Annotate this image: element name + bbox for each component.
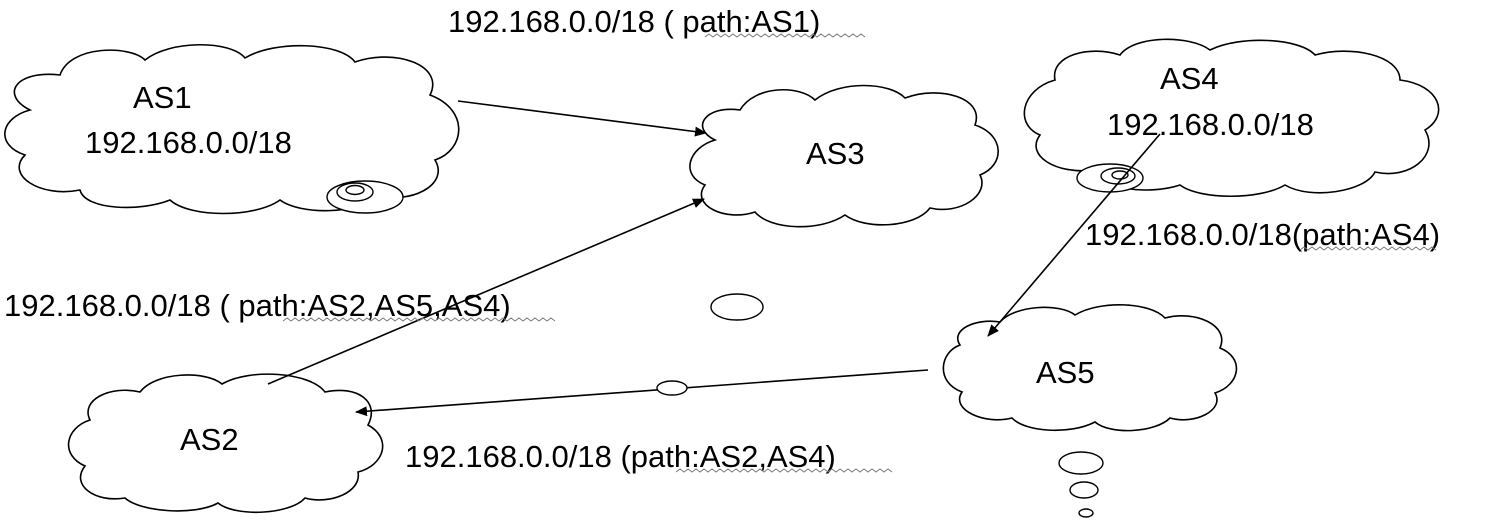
node-as3-name: AS3 xyxy=(806,136,865,171)
node-as4-prefix: 192.168.0.0/18 xyxy=(1107,107,1314,142)
cloud-as5 xyxy=(942,304,1238,432)
edge-as5-to-as2 xyxy=(355,369,929,417)
node-as2-name: AS2 xyxy=(180,422,239,457)
node-as4-name: AS4 xyxy=(1160,61,1219,96)
as1-bubble-marks xyxy=(326,180,404,214)
edge-as1-as3-label: 192.168.0.0/18 ( path:AS1) xyxy=(448,4,820,39)
spellcheck-underlines xyxy=(282,33,1437,473)
as4-bubble-marks xyxy=(1076,163,1144,193)
node-as1-prefix: 192.168.0.0/18 xyxy=(85,125,292,160)
node-as5-name: AS5 xyxy=(1036,355,1095,390)
edge-as2-to-as3 xyxy=(267,198,705,385)
center-bubble-mark xyxy=(710,293,764,321)
edge-as2-as3-label: 192.168.0.0/18 ( path:AS2,AS5,AS4) xyxy=(4,288,511,323)
edge-as5-as2-marker xyxy=(656,380,688,396)
edge-as5-as2-label: 192.168.0.0/18 (path:AS2,AS4) xyxy=(405,439,836,474)
edge-as1-to-as3 xyxy=(457,100,707,137)
edge-as4-to-as5 xyxy=(987,133,1161,337)
cloud-as2 xyxy=(67,373,384,513)
node-as1-name: AS1 xyxy=(133,80,192,115)
cloud-as3 xyxy=(689,84,999,228)
cloud-as1 xyxy=(4,43,460,215)
as5-thought-bubbles xyxy=(1058,451,1104,518)
edge-as4-as5-label: 192.168.0.0/18(path:AS4) xyxy=(1085,217,1440,252)
